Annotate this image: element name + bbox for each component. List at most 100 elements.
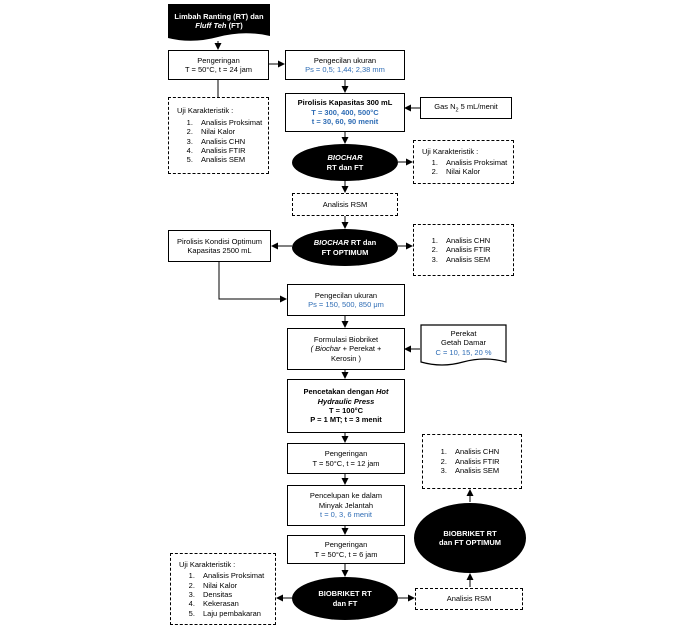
char1-list: Analisis Proksimat Nilai Kalor Analisis …	[177, 118, 262, 165]
press-line1: Pencetakan dengan	[303, 387, 374, 397]
perekat-line3: C = 10, 15, 20 %	[435, 347, 492, 357]
biochar-line2: RT dan FT	[326, 162, 364, 172]
perekat-line2: Getah Damar	[440, 338, 487, 348]
biochar-opt-node: BIOCHAR RT dan FT OPTIMUM	[292, 229, 398, 266]
rsm2-node: Analisis RSM	[415, 588, 523, 610]
perekat-line1: Perekat	[450, 328, 477, 338]
pyro-opt-line1: Pirolisis Kondisi Optimum	[176, 236, 263, 246]
list-item: Laju pembakaran	[197, 609, 264, 618]
press-line4: P = 1 MT; t = 3 menit	[310, 415, 382, 425]
size2-line1: Pengecilan ukuran	[314, 290, 378, 300]
press-line1-italic: Hot	[373, 387, 389, 397]
biochar-node: BIOCHAR RT dan FT	[292, 144, 398, 181]
char4-node: Analisis CHN Analisis FTIR Analisis SEM	[422, 434, 522, 489]
list-item: Analisis SEM	[440, 255, 491, 264]
start-node: Limbah Ranting (RT) dan Fluff Teh (FT)	[168, 6, 270, 36]
briket-node: BIOBRIKET RT dan FT	[292, 577, 398, 620]
char2-list: Analisis Proksimat Nilai Kalor	[422, 158, 507, 177]
press-line3: T = 100°C	[328, 406, 364, 415]
start-line1: Limbah Ranting (RT) dan	[174, 11, 264, 21]
list-item: Nilai Kalor	[197, 581, 264, 590]
press-line2: Hydraulic Press	[317, 396, 375, 406]
list-item: Analisis SEM	[195, 155, 262, 164]
press-node: Pencetakan dengan Hot Hydraulic Press T …	[287, 379, 405, 433]
drying1-line1: Pengeringan	[197, 55, 240, 65]
list-item: Analisis Proksimat	[197, 571, 264, 580]
briket-line2: dan FT	[332, 598, 358, 608]
formulasi-line2-rest: + Perekat +	[340, 344, 382, 354]
gas-label-a: Gas N	[434, 101, 456, 111]
drying2-line2: T = 50°C, t = 12 jam	[312, 458, 380, 468]
briket-opt-line1: BIOBRIKET RT	[443, 528, 497, 538]
formulasi-node: Formulasi Biobriket ( Biochar + Perekat …	[287, 328, 405, 370]
list-item: Analisis FTIR	[195, 146, 262, 155]
list-item: Analisis CHN	[440, 236, 491, 245]
pyro-opt-node: Pirolisis Kondisi Optimum Kapasitas 2500…	[168, 230, 271, 262]
start-line2-italic: Fluff Teh	[195, 21, 227, 30]
biochar-opt-line1-rest: RT dan	[348, 238, 377, 248]
pyro300-line2: T = 300, 400, 500°C	[311, 107, 379, 117]
size1-node: Pengecilan ukuran Ps = 0,5; 1,44; 2,38 m…	[285, 50, 405, 80]
char1-node: Uji Karakteristik : Analisis Proksimat N…	[168, 97, 269, 174]
arrow-pyro-opt-size2	[218, 262, 287, 303]
char3-list: Analisis CHN Analisis FTIR Analisis SEM	[422, 236, 491, 264]
char1-title: Uji Karakteristik :	[177, 106, 234, 116]
char5-node: Uji Karakteristik : Analisis Proksimat N…	[170, 553, 276, 625]
char4-list: Analisis CHN Analisis FTIR Analisis SEM	[431, 447, 500, 475]
drying1-line2: T = 50°C, t = 24 jam	[184, 65, 253, 74]
briket-line1: BIOBRIKET RT	[318, 589, 372, 599]
formulasi-line1: Formulasi Biobriket	[313, 334, 379, 344]
char2-title: Uji Karakteristik :	[422, 147, 479, 157]
drying2-line1: Pengeringan	[324, 449, 368, 459]
size1-line1: Pengecilan ukuran	[313, 55, 377, 65]
pyro300-line3: t = 30, 60, 90 menit	[311, 117, 379, 127]
pyro300-node: Pirolisis Kapasitas 300 mL T = 300, 400,…	[285, 93, 405, 132]
rsm1-label: Analisis RSM	[322, 199, 368, 209]
rsm1-node: Analisis RSM	[292, 193, 398, 216]
start-line2-rest: (FT)	[226, 21, 243, 30]
briket-opt-node: BIOBRIKET RT dan FT OPTIMUM	[414, 503, 526, 573]
size1-line2: Ps = 0,5; 1,44; 2,38 mm	[305, 65, 385, 74]
drying3-node: Pengeringan T = 50°C, t = 6 jam	[287, 535, 405, 564]
char3-node: Analisis CHN Analisis FTIR Analisis SEM	[413, 224, 514, 276]
celup-node: Pencelupan ke dalam Minyak Jelantah t = …	[287, 485, 405, 526]
rsm2-label: Analisis RSM	[446, 594, 492, 604]
drying3-line1: Pengeringan	[324, 540, 368, 550]
list-item: Analisis Proksimat	[440, 158, 507, 167]
celup-line2: Minyak Jelantah	[318, 500, 374, 510]
list-item: Analisis FTIR	[440, 245, 491, 254]
gas-label-b: 5 mL/menit	[458, 101, 498, 111]
perekat-node: Perekat Getah Damar C = 10, 15, 20 %	[421, 327, 506, 359]
size2-node: Pengecilan ukuran Ps = 150, 500, 850 μm	[287, 284, 405, 316]
char2-node: Uji Karakteristik : Analisis Proksimat N…	[413, 140, 514, 184]
list-item: Kekerasan	[197, 599, 264, 608]
list-item: Analisis Proksimat	[195, 118, 262, 127]
size2-line2: Ps = 150, 500, 850 μm	[308, 300, 384, 309]
gas-node: Gas N2 5 mL/menit	[420, 97, 512, 119]
biochar-line1: BIOCHAR	[327, 153, 363, 163]
list-item: Nilai Kalor	[440, 167, 507, 176]
briket-opt-line2: dan FT OPTIMUM	[438, 538, 502, 547]
biochar-opt-line2: FT OPTIMUM	[321, 247, 369, 257]
formulasi-line2-italic: ( Biochar	[310, 344, 341, 354]
list-item: Analisis SEM	[449, 466, 500, 475]
formulasi-line3: Kerosin )	[330, 353, 361, 363]
list-item: Analisis CHN	[195, 137, 262, 146]
biochar-opt-line1-italic: BIOCHAR	[313, 238, 349, 248]
list-item: Analisis CHN	[449, 447, 500, 456]
drying2-node: Pengeringan T = 50°C, t = 12 jam	[287, 443, 405, 474]
list-item: Analisis FTIR	[449, 457, 500, 466]
list-item: Nilai Kalor	[195, 127, 262, 136]
drying1-node: Pengeringan T = 50°C, t = 24 jam	[168, 50, 269, 80]
drying3-line2: T = 50°C, t = 6 jam	[314, 549, 378, 559]
char5-list: Analisis Proksimat Nilai Kalor Densitas …	[179, 571, 264, 618]
char5-title: Uji Karakteristik :	[179, 559, 236, 569]
pyro-opt-line2: Kapasitas 2500 mL	[187, 246, 252, 255]
gas-label-sub: 2	[455, 107, 459, 114]
list-item: Densitas	[197, 590, 264, 599]
celup-line1: Pencelupan ke dalam	[309, 491, 383, 501]
